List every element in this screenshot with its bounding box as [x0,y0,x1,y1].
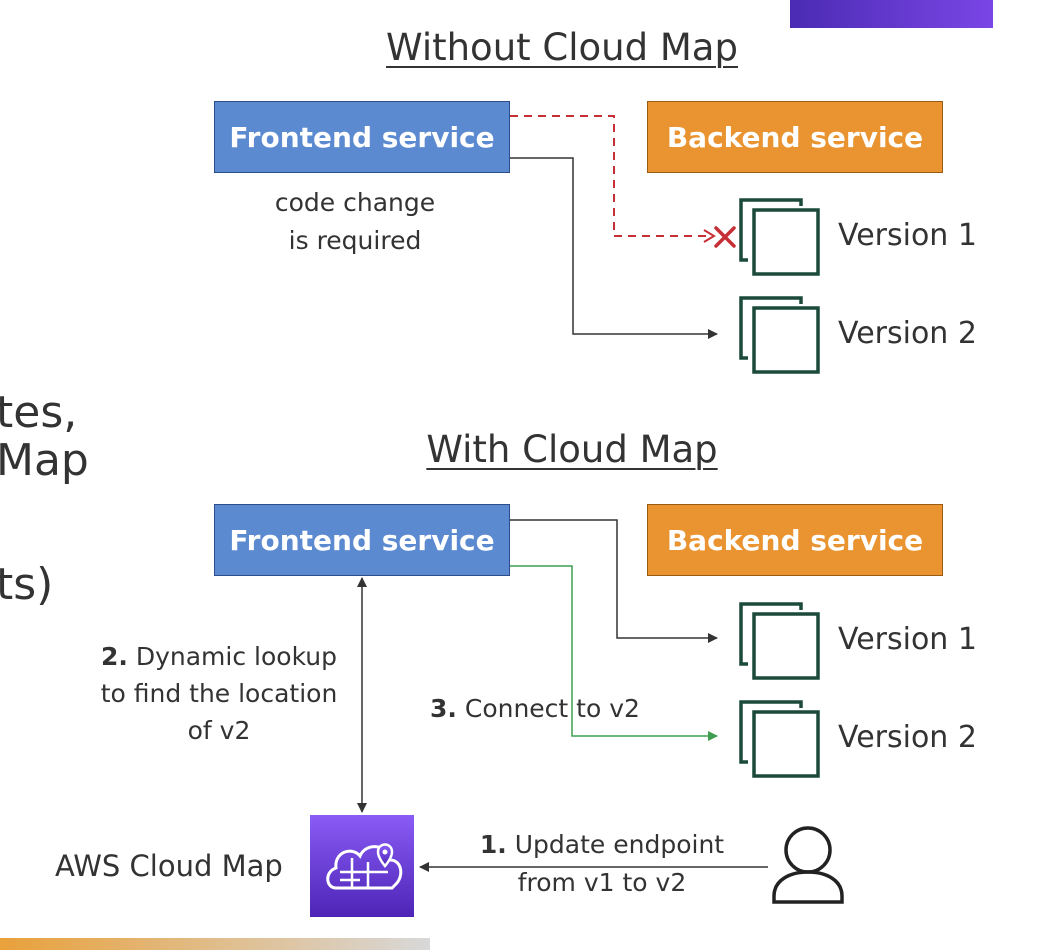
update-endpoint-text: Update endpoint [514,830,725,859]
version-2-label: Version 2 [838,720,977,755]
cloud-map-icon [310,815,414,917]
container-icon [739,602,820,680]
left-fragment-2: Map [0,435,89,486]
top-connection-v2-arrow [510,157,718,339]
frontend-service-box: Frontend service [214,101,510,173]
code-change-note: code change is required [250,184,460,260]
container-icon [739,296,820,374]
dynamic-lookup-note: 2. Dynamic lookup to find the location o… [84,638,354,749]
dynamic-lookup-line2: to find the location [100,679,338,708]
connect-v2-text: Connect to v2 [464,694,640,723]
failed-connection-arrow [510,115,716,243]
left-fragment-1: tes, [0,387,78,438]
connect-v2-arrow [510,565,718,741]
backend-service-box: Backend service [647,504,943,576]
bottom-connection-v1-arrow [510,519,718,643]
update-endpoint-line1: 1. Update endpoint [462,826,742,864]
dynamic-lookup-text: Dynamic lookup [135,642,338,671]
step-3-number: 3. [430,694,457,723]
dynamic-lookup-line3: of v2 [187,716,251,745]
cross-icon [714,226,736,248]
frontend-service-box: Frontend service [214,504,510,576]
update-endpoint-line2: from v1 to v2 [517,868,687,897]
top-accent-bar [790,0,993,28]
connect-v2-note: 3. Connect to v2 [430,690,640,728]
dynamic-lookup-line1: 2. Dynamic lookup [84,638,354,675]
without-cloud-map-title: Without Cloud Map [386,26,738,69]
frontend-service-label: Frontend service [229,120,495,154]
left-fragment-3: ts) [0,559,54,610]
bottom-edge-bar [0,938,430,950]
aws-cloud-map-label: AWS Cloud Map [55,849,283,883]
container-icon [739,198,820,276]
backend-service-label: Backend service [666,523,924,557]
version-1-label: Version 1 [838,622,977,657]
code-change-line2: is required [288,226,422,255]
backend-service-box: Backend service [647,101,943,173]
step-2-number: 2. [100,642,128,671]
user-icon [772,826,844,904]
version-1-label: Version 1 [838,218,977,253]
code-change-line1: code change [274,188,436,217]
version-2-label: Version 2 [838,316,977,351]
frontend-service-label: Frontend service [229,523,495,557]
backend-service-label: Backend service [666,120,924,154]
update-endpoint-note: 1. Update endpoint from v1 to v2 [462,826,742,902]
with-cloud-map-title: With Cloud Map [426,428,718,471]
step-1-number: 1. [479,830,507,859]
container-icon [739,700,820,778]
